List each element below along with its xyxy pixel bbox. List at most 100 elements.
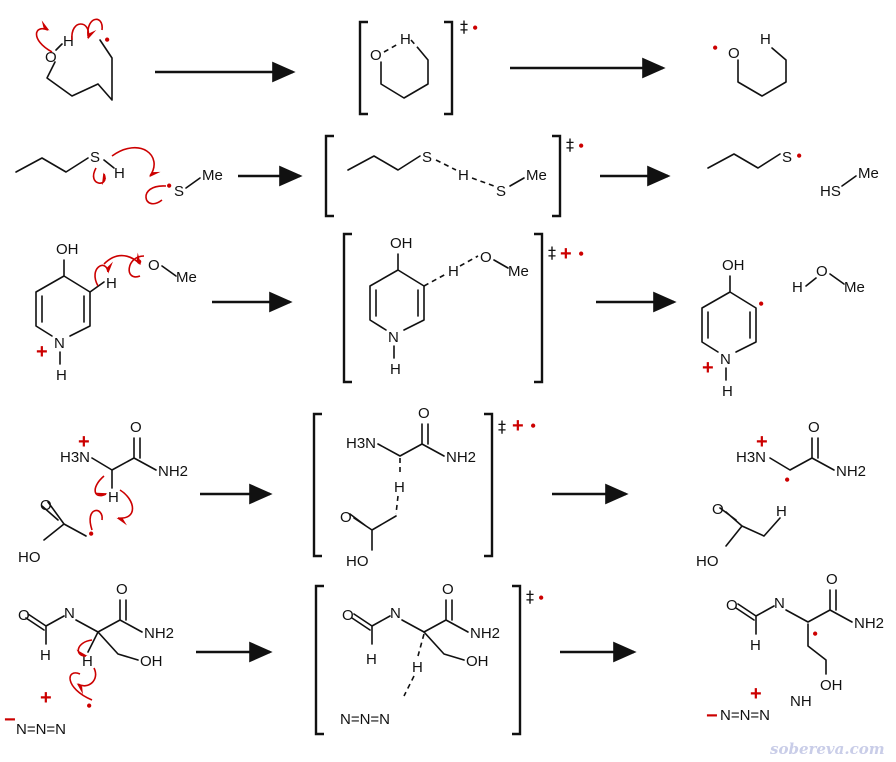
positive-charge: + <box>702 357 714 379</box>
ammonium-label: H3N <box>736 449 766 466</box>
row-5: N O H O NH2 OH H − N=N=N + • N O H <box>4 571 884 738</box>
positive-charge: + <box>40 687 52 709</box>
radical-dot: • <box>796 146 802 166</box>
hydroxyl-label: OH <box>390 235 413 252</box>
methyl-label: Me <box>176 269 197 286</box>
amide-nh2-label: NH2 <box>854 615 884 632</box>
row-3: OH N H + H • O Me OH N H <box>35 232 865 400</box>
oxygen-atom-label: O <box>816 263 828 280</box>
nitrogen-atom-label: N <box>64 605 75 622</box>
ts-double-dagger: ‡ <box>498 417 506 436</box>
nitrogen-atom-label: N <box>774 595 785 612</box>
row3-transition-state: OH N H H O Me ‡ + • <box>342 232 584 384</box>
row-2: S H • S Me S H S Me ‡ • <box>15 134 879 218</box>
radical-dot: • <box>136 252 142 272</box>
row3-product: OH • N H + H O Me <box>701 257 865 400</box>
hydroxyl-label: OH <box>820 677 843 694</box>
oxygen-atom-label: O <box>45 49 57 66</box>
positive-charge: + <box>560 243 572 265</box>
radical-dot: • <box>578 136 584 156</box>
amide-nh2-label: NH2 <box>144 625 174 642</box>
hydrazoic-nh-label: NH <box>790 693 812 710</box>
hydrogen-atom-label: H <box>412 659 423 676</box>
oxygen-atom-label: O <box>342 607 354 624</box>
row4-product: + H3N • O NH2 H O HO <box>696 419 866 570</box>
sulfur-atom-label: S <box>496 183 506 200</box>
amide-nh2-label: NH2 <box>446 449 476 466</box>
amide-nh2-label: NH2 <box>836 463 866 480</box>
row4-reactant: + H3N O NH2 H • O HO <box>18 419 188 566</box>
oxygen-atom-label: O <box>726 597 738 614</box>
hydrogen-atom-label: H <box>448 263 459 280</box>
watermark-text: sobereva.com <box>770 740 885 758</box>
row4-transition-state: H3N O NH2 H O HO ‡ + • <box>312 405 536 570</box>
ts-double-dagger: ‡ <box>566 135 574 154</box>
row2-transition-state: S H S Me ‡ • <box>324 134 584 218</box>
methyl-label: Me <box>844 279 865 296</box>
hydroxyl-label: HO <box>18 549 41 566</box>
row3-reactant: OH N H + H • O Me <box>35 241 197 384</box>
hydroxyl-label: OH <box>722 257 745 274</box>
oxygen-atom-label: O <box>18 607 30 624</box>
methanethiol-hs-label: HS <box>820 183 841 200</box>
methyl-label: Me <box>202 167 223 184</box>
hydroxyl-label: OH <box>466 653 489 670</box>
oxygen-atom-label: O <box>40 497 52 514</box>
positive-charge: + <box>512 415 524 437</box>
radical-dot: • <box>104 30 110 50</box>
oxygen-atom-label: O <box>340 509 352 526</box>
ts-double-dagger: ‡ <box>548 243 556 262</box>
oxygen-atom-label: O <box>116 581 128 598</box>
sulfur-atom-label: S <box>782 149 792 166</box>
oxygen-atom-label: O <box>728 45 740 62</box>
hydrogen-atom-label: H <box>792 279 803 296</box>
radical-dot: • <box>712 38 718 58</box>
positive-charge: + <box>750 683 762 705</box>
methyl-label: Me <box>508 263 529 280</box>
oxygen-atom-label: O <box>826 571 838 588</box>
hydrogen-atom-label: H <box>458 167 469 184</box>
positive-charge: + <box>756 431 768 453</box>
hydroxyl-label: OH <box>56 241 79 258</box>
hydrogen-atom-label: H <box>750 637 761 654</box>
azide-label: N=N=N <box>720 707 770 724</box>
amide-nh2-label: NH2 <box>470 625 500 642</box>
ts-double-dagger: ‡ <box>526 587 534 606</box>
radical-dot: • <box>88 524 94 544</box>
azide-label: N=N=N <box>16 721 66 738</box>
hydrogen-atom-label: H <box>40 647 51 664</box>
radical-dot: • <box>86 696 92 716</box>
hydrogen-atom-label: H <box>56 367 67 384</box>
oxygen-atom-label: O <box>370 47 382 64</box>
hydrogen-atom-label: H <box>760 31 771 48</box>
row1-product: • O H <box>712 31 787 97</box>
row5-reactant: N O H O NH2 OH H − N=N=N + • <box>4 581 174 738</box>
amide-nh2-label: NH2 <box>158 463 188 480</box>
methyl-label: Me <box>526 167 547 184</box>
hydrogen-atom-label: H <box>63 33 74 50</box>
row2-reactant: S H • S Me <box>15 146 223 205</box>
oxygen-atom-label: O <box>442 581 454 598</box>
hydroxyl-label: HO <box>346 553 369 570</box>
hydrogen-atom-label: H <box>106 275 117 292</box>
nitrogen-atom-label: N <box>720 351 731 368</box>
hydroxyl-label: HO <box>696 553 719 570</box>
radical-dot: • <box>472 18 478 38</box>
oxygen-atom-label: O <box>418 405 430 422</box>
positive-charge: + <box>78 431 90 453</box>
hydrogen-atom-label: H <box>366 651 377 668</box>
hydrogen-atom-label: H <box>82 653 93 670</box>
hydrogen-atom-label: H <box>722 383 733 400</box>
oxygen-atom-label: O <box>148 257 160 274</box>
row-4: + H3N O NH2 H • O HO H3N O NH2 H <box>18 405 866 570</box>
nitrogen-atom-label: N <box>388 329 399 346</box>
azide-label: N=N=N <box>340 711 390 728</box>
hydrogen-atom-label: H <box>108 489 119 506</box>
positive-charge: + <box>36 341 48 363</box>
ammonium-label: H3N <box>60 449 90 466</box>
amine-label: H3N <box>346 435 376 452</box>
hydroxyl-label: OH <box>140 653 163 670</box>
oxygen-atom-label: O <box>480 249 492 266</box>
nitrogen-atom-label: N <box>54 335 65 352</box>
